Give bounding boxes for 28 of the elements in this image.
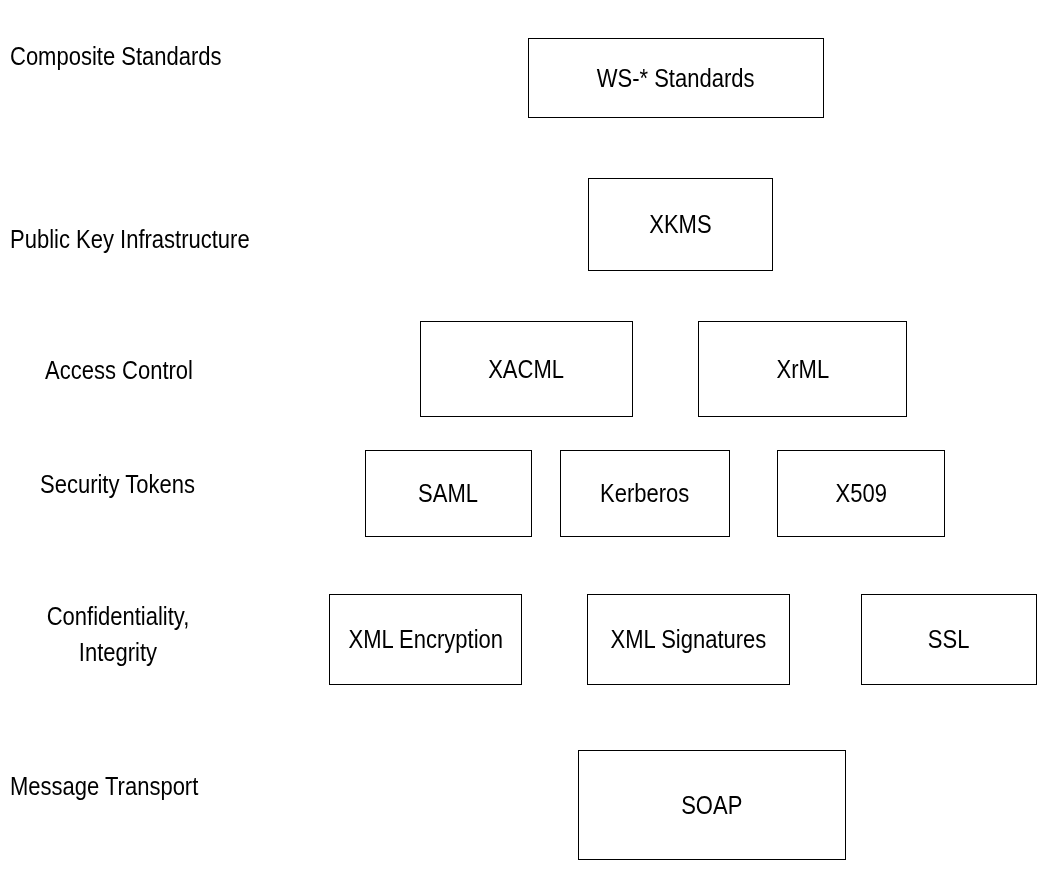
layer-label: Confidentiality, Integrity [45, 601, 191, 668]
box-label: WS-* Standards [597, 63, 755, 93]
box-label: X509 [835, 479, 887, 508]
layer-label: Public Key Infrastructure [10, 225, 250, 254]
standard-box [698, 321, 907, 417]
standard-box [365, 450, 532, 537]
box-label: SSL [928, 625, 970, 654]
standard-box [420, 321, 633, 417]
box-label: XKMS [649, 210, 712, 239]
box-label: Kerberos [600, 479, 690, 508]
box-label: XrML [776, 354, 829, 384]
standard-box [587, 594, 790, 685]
standard-box [588, 178, 773, 271]
standard-box [560, 450, 730, 537]
box-label: XACML [488, 354, 565, 384]
box-label: XML Encryption [348, 625, 503, 654]
standard-box [578, 750, 846, 860]
layer-label: Security Tokens [40, 470, 195, 499]
box-label: XML Signatures [610, 625, 767, 654]
layer-label: Access Control [45, 356, 193, 385]
standard-box [861, 594, 1037, 685]
layer-label: Message Transport [10, 772, 199, 801]
standard-box [528, 38, 824, 118]
standard-box [777, 450, 945, 537]
standard-box [329, 594, 522, 685]
box-label: SOAP [681, 790, 743, 820]
box-label: SAML [418, 479, 479, 508]
layer-label: Composite Standards [10, 42, 222, 71]
